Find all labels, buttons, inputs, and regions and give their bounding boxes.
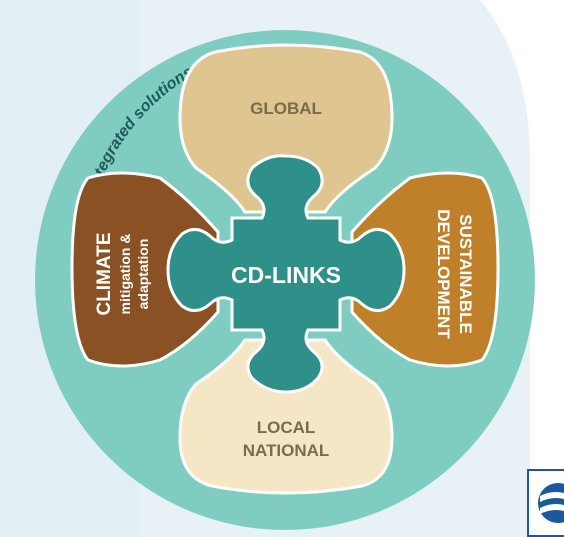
right-lobe-label-1: SUSTAINABLE — [456, 214, 475, 334]
right-lobe-label-2: DEVELOPMENT — [434, 209, 453, 339]
top-lobe-global — [178, 43, 394, 214]
bottom-lobe-local-national — [178, 338, 394, 495]
logo-mark — [527, 469, 564, 537]
left-lobe-label-2: mitigation & — [117, 234, 133, 315]
top-lobe-label: GLOBAL — [250, 99, 322, 118]
left-lobe-label-3: adaptation — [135, 239, 151, 310]
left-lobe-climate — [70, 171, 220, 368]
center-puzzle-piece — [166, 154, 406, 394]
bottom-lobe-label-2: NATIONAL — [243, 441, 330, 460]
right-lobe-sustainable-development — [350, 171, 500, 368]
bottom-lobe-label-1: LOCAL — [257, 418, 316, 437]
center-label: CD-LINKS — [231, 262, 341, 288]
left-lobe-label-1: CLIMATE — [94, 232, 115, 315]
